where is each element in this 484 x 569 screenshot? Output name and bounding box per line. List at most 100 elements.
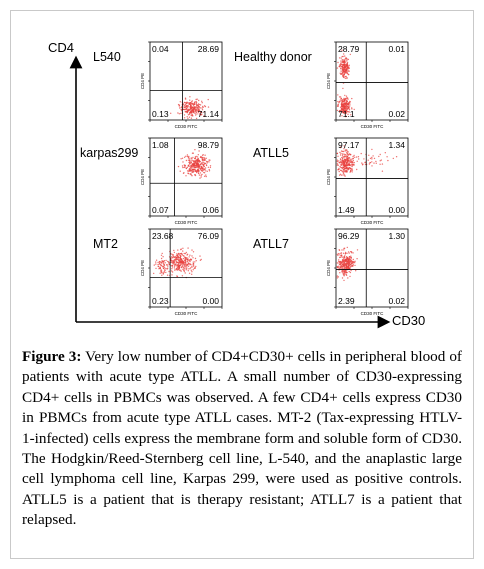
cell-event-dot bbox=[349, 154, 352, 156]
cell-event-dot bbox=[183, 264, 186, 267]
cell-event-dot bbox=[181, 157, 184, 159]
cd4-axis-label: CD4 bbox=[48, 40, 75, 55]
cell-event-dot bbox=[171, 268, 173, 270]
cell-event-dot bbox=[203, 165, 205, 168]
cell-event-dot bbox=[338, 57, 341, 59]
cell-event-dot bbox=[339, 109, 341, 112]
cell-event-dot bbox=[342, 270, 344, 272]
cell-event-dot bbox=[354, 262, 356, 264]
cell-event-dot bbox=[185, 263, 187, 266]
quadrant-value-lower-right: 0.00 bbox=[202, 296, 219, 306]
cell-event-dot bbox=[187, 170, 190, 172]
cell-event-dot bbox=[176, 258, 178, 261]
cell-event-dot bbox=[161, 252, 163, 255]
cell-event-dot bbox=[196, 164, 199, 167]
cell-event-dot bbox=[197, 168, 200, 170]
cell-event-dot bbox=[341, 103, 344, 105]
cell-event-dot bbox=[353, 154, 355, 157]
cell-event-dot bbox=[185, 269, 187, 271]
cell-event-dot bbox=[197, 110, 199, 113]
plot-y-axis-label: CD4 PE bbox=[140, 260, 145, 276]
cell-event-dot bbox=[201, 112, 203, 114]
cell-event-dot bbox=[179, 266, 181, 268]
cell-event-dot bbox=[183, 114, 186, 116]
cell-event-dot bbox=[153, 272, 155, 275]
cell-event-dot bbox=[346, 252, 348, 254]
cell-event-dot bbox=[194, 112, 196, 114]
cell-event-dot bbox=[350, 160, 352, 162]
cell-event-dot bbox=[155, 263, 157, 265]
cell-event-dot bbox=[179, 107, 181, 109]
cell-event-dot bbox=[346, 58, 348, 60]
cell-event-dot bbox=[380, 159, 382, 161]
cell-event-dot bbox=[341, 49, 343, 51]
cell-event-dot bbox=[187, 172, 190, 175]
cell-event-dot bbox=[200, 174, 202, 176]
cell-event-dot bbox=[195, 111, 198, 114]
cell-event-dot bbox=[343, 168, 346, 170]
cell-event-dot bbox=[191, 159, 193, 161]
cell-event-dot bbox=[357, 156, 360, 158]
cell-event-dot bbox=[339, 165, 341, 168]
cell-event-dot bbox=[339, 151, 341, 154]
cell-event-dot bbox=[197, 158, 200, 160]
cell-event-dot bbox=[340, 105, 343, 108]
cell-event-dot bbox=[186, 266, 188, 268]
cell-event-dot bbox=[346, 257, 348, 259]
cell-event-dot bbox=[346, 168, 348, 170]
cell-event-dot bbox=[190, 117, 193, 119]
cell-event-dot bbox=[352, 162, 354, 164]
cell-event-dot bbox=[178, 267, 180, 270]
cell-event-dot bbox=[201, 163, 203, 165]
cell-event-dot bbox=[343, 272, 345, 274]
cell-event-dot bbox=[187, 263, 189, 265]
cell-event-dot bbox=[184, 97, 187, 99]
cell-event-dot bbox=[342, 87, 344, 90]
cell-event-dot bbox=[195, 104, 198, 106]
cell-event-dot bbox=[198, 164, 200, 166]
cell-event-dot bbox=[340, 70, 342, 72]
cell-event-dot bbox=[200, 155, 202, 158]
cell-event-dot bbox=[336, 67, 339, 69]
cell-event-dot bbox=[339, 96, 342, 98]
cell-event-dot bbox=[198, 150, 200, 152]
cell-event-dot bbox=[342, 265, 344, 268]
cell-event-dot bbox=[337, 155, 339, 157]
cell-event-dot bbox=[379, 163, 381, 165]
cell-event-dot bbox=[198, 99, 200, 102]
cell-event-dot bbox=[341, 277, 344, 279]
cell-event-dot bbox=[339, 111, 341, 114]
cell-event-dot bbox=[197, 166, 199, 169]
cell-event-dot bbox=[198, 103, 201, 106]
quadrant-value-upper-left: 1.08 bbox=[152, 140, 169, 150]
cell-event-dot bbox=[160, 257, 163, 260]
cell-event-dot bbox=[342, 153, 344, 155]
cell-event-dot bbox=[346, 60, 348, 62]
cell-event-dot bbox=[205, 157, 207, 159]
cell-event-dot bbox=[179, 170, 181, 172]
cell-event-dot bbox=[351, 169, 354, 171]
quadrant-value-lower-left: 0.23 bbox=[152, 296, 169, 306]
cell-event-dot bbox=[163, 260, 166, 262]
cell-event-dot bbox=[345, 258, 347, 261]
cell-event-dot bbox=[342, 67, 344, 69]
cell-event-dot bbox=[345, 104, 348, 106]
cell-event-dot bbox=[363, 158, 365, 160]
cell-event-dot bbox=[188, 272, 191, 274]
cell-event-dot bbox=[342, 71, 345, 73]
cell-event-dot bbox=[346, 70, 348, 72]
cell-event-dot bbox=[336, 152, 339, 155]
cell-event-dot bbox=[189, 111, 192, 113]
cell-event-dot bbox=[341, 261, 344, 263]
cell-event-dot bbox=[356, 160, 358, 162]
cell-event-dot bbox=[172, 254, 174, 256]
cell-event-dot bbox=[340, 266, 343, 268]
cell-event-dot bbox=[345, 152, 348, 154]
cell-event-dot bbox=[192, 115, 194, 117]
cell-event-dot bbox=[341, 170, 343, 172]
cell-event-dot bbox=[180, 260, 182, 263]
cell-event-dot bbox=[184, 252, 187, 255]
cell-event-dot bbox=[199, 172, 202, 174]
cell-event-dot bbox=[343, 53, 345, 55]
cell-event-dot bbox=[155, 267, 157, 270]
